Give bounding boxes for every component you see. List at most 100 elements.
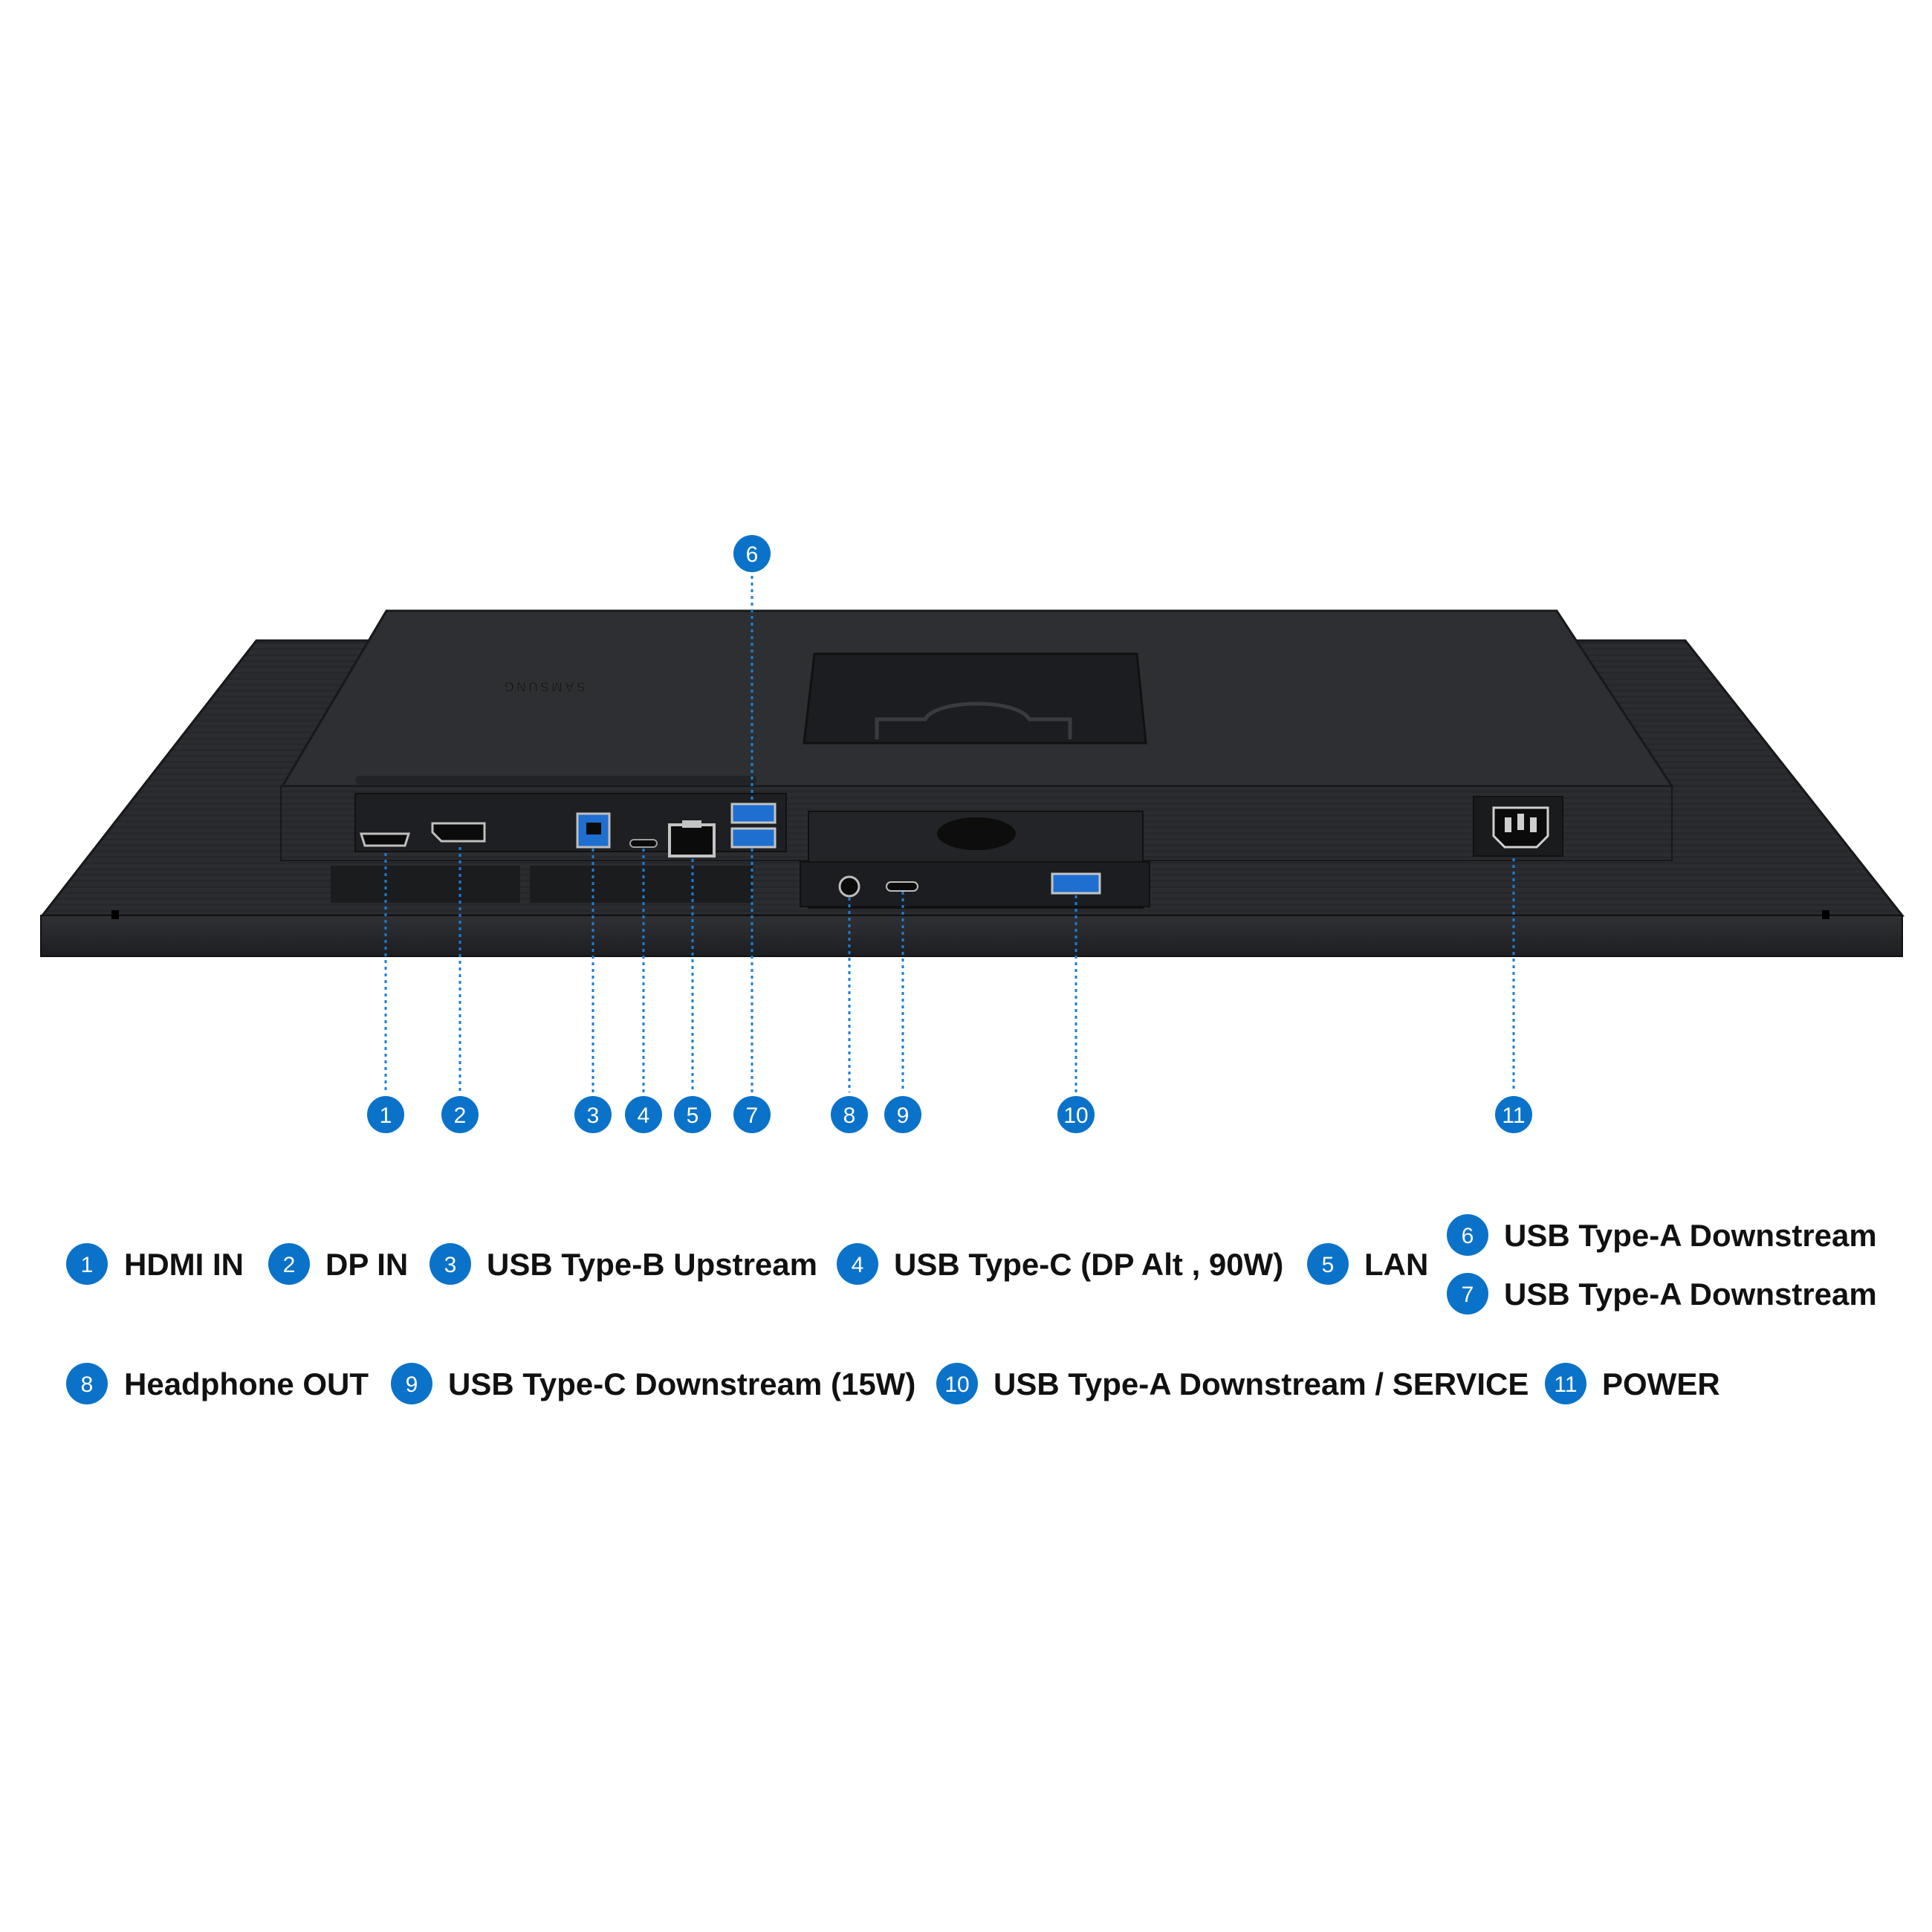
callout-badge-2-number: 2 — [454, 1103, 467, 1128]
legend-label-2: DP IN — [325, 1247, 408, 1282]
monitor-back: SAMSUNG — [39, 609, 1905, 957]
stand-hole — [937, 817, 1016, 850]
legend-badge-7-number: 7 — [1462, 1283, 1474, 1307]
legend-label-6: USB Type-A Downstream — [1504, 1218, 1877, 1253]
leader-lines — [384, 576, 1515, 1092]
legend-badge-6-number: 6 — [1462, 1224, 1474, 1248]
usb-c-port-icon — [629, 839, 658, 848]
callout-badge-6-circle — [733, 535, 771, 572]
callout-badge-3-number: 3 — [587, 1103, 600, 1128]
callout-badge-10-circle — [1057, 1096, 1095, 1133]
callout-badge-10-number: 10 — [1063, 1103, 1088, 1128]
left-port-panel — [354, 793, 787, 852]
legend-label-1: HDMI IN — [124, 1247, 244, 1282]
callout-badge-5-circle — [674, 1096, 711, 1133]
left-port-flap-1 — [331, 866, 520, 903]
power-pin-left — [1505, 817, 1511, 832]
legend-badge-7: 7 — [1447, 1273, 1488, 1315]
legend-badge-2-circle — [268, 1243, 310, 1285]
stand-mount-notch — [875, 701, 1072, 739]
callout-badge-1: 1 — [367, 1096, 404, 1133]
callout-badge-11-circle — [1495, 1096, 1532, 1133]
ethernet-port-clip — [682, 820, 701, 828]
legend-badge-8-number: 8 — [81, 1372, 94, 1397]
right-screw-hole — [1822, 910, 1829, 919]
callout-badge-4-circle — [625, 1096, 662, 1133]
callout-badge-5: 5 — [674, 1096, 711, 1133]
port-graphics — [359, 803, 1549, 898]
usb-a-port-icon — [730, 803, 777, 824]
callout-badge-6-number: 6 — [746, 542, 759, 567]
left-port-flap-2 — [530, 866, 753, 903]
legend-badge-3: 3 — [429, 1243, 471, 1285]
legend-badge-1-circle — [66, 1243, 108, 1285]
number-badges: 1 2 3 4 5 6 7 8 9 10 11 — [367, 535, 1532, 1133]
usb-a-port-icon — [1051, 872, 1101, 895]
legend-badge-2: 2 — [268, 1243, 310, 1285]
legend-badge-11-number: 11 — [1554, 1372, 1577, 1397]
legend-label-4: USB Type-C (DP Alt , 90W) — [894, 1247, 1283, 1282]
callout-badge-8: 8 — [831, 1096, 868, 1133]
callout-badge-11-number: 11 — [1502, 1103, 1525, 1128]
callout-badge-9-circle — [884, 1096, 921, 1133]
callout-badge-8-number: 8 — [843, 1103, 856, 1128]
callout-badge-3-circle — [574, 1096, 612, 1133]
legend-badge-5-number: 5 — [1322, 1253, 1335, 1277]
callout-badge-1-circle — [367, 1096, 404, 1133]
legend-badge-11-circle — [1545, 1363, 1586, 1404]
usb-b-port-core — [586, 823, 601, 834]
callout-badge-9: 9 — [884, 1096, 921, 1133]
callout-badge-6: 6 — [733, 535, 771, 572]
usb-a-port-icon — [730, 827, 777, 849]
legend-label-11: POWER — [1602, 1367, 1720, 1401]
power-pin-right — [1530, 817, 1537, 832]
legend-badge-3-circle — [429, 1243, 471, 1285]
legend-label-5: LAN — [1364, 1247, 1428, 1282]
legend-badge-5: 5 — [1307, 1243, 1349, 1285]
callout-badge-5-number: 5 — [687, 1103, 699, 1128]
callout-badge-11: 11 — [1495, 1096, 1532, 1133]
power-pin-center — [1517, 814, 1524, 830]
legend-badge-1: 1 — [66, 1243, 108, 1285]
legend-badge-8-circle — [66, 1363, 108, 1404]
legend-badge-1-number: 1 — [81, 1253, 94, 1277]
rear-housing-port-strip — [355, 776, 756, 785]
callout-badge-10: 10 — [1057, 1096, 1095, 1133]
legend-badge-2-number: 2 — [283, 1253, 296, 1277]
usb-c-port-icon — [886, 881, 918, 892]
callout-badge-2: 2 — [441, 1096, 479, 1133]
legend-label-8: Headphone OUT — [124, 1367, 369, 1401]
legend-label-9: USB Type-C Downstream (15W) — [448, 1367, 915, 1401]
callout-badge-1-number: 1 — [380, 1103, 392, 1128]
legend-badge-9-number: 9 — [406, 1372, 418, 1397]
displayport-port-icon — [431, 822, 486, 843]
legend-label-3: USB Type-B Upstream — [487, 1247, 817, 1282]
left-screw-hole — [111, 910, 119, 919]
legend-label-10: USB Type-A Downstream / SERVICE — [993, 1367, 1529, 1401]
stand-mount-recess — [803, 652, 1147, 745]
legend-badge-10-circle — [936, 1363, 978, 1404]
brand-logo: SAMSUNG — [502, 679, 586, 694]
callout-badge-8-circle — [831, 1096, 868, 1133]
legend-badge-3-number: 3 — [444, 1253, 457, 1277]
callout-badge-2-circle — [441, 1096, 479, 1133]
legend-badge-8: 8 — [66, 1363, 108, 1404]
legend-label-7: USB Type-A Downstream — [1504, 1277, 1877, 1312]
legend-badge-4-circle — [837, 1243, 878, 1285]
monitor-bottom-edge — [40, 915, 1903, 957]
legend-badge-5-circle — [1307, 1243, 1349, 1285]
callout-badge-7: 7 — [733, 1096, 771, 1133]
legend-badge-9-circle — [391, 1363, 432, 1404]
headphone-jack-icon — [838, 875, 860, 898]
legend-badge-4-number: 4 — [852, 1253, 864, 1277]
legend-badge-10-number: 10 — [944, 1372, 969, 1397]
callout-badge-4-number: 4 — [638, 1103, 650, 1128]
legend-badge-6-circle — [1447, 1214, 1488, 1256]
callout-badge-4: 4 — [625, 1096, 662, 1133]
hdmi-port-icon — [359, 832, 411, 847]
legend-badge-6: 6 — [1447, 1214, 1488, 1256]
callout-badge-7-circle — [733, 1096, 771, 1133]
ethernet-port-icon — [668, 823, 716, 858]
